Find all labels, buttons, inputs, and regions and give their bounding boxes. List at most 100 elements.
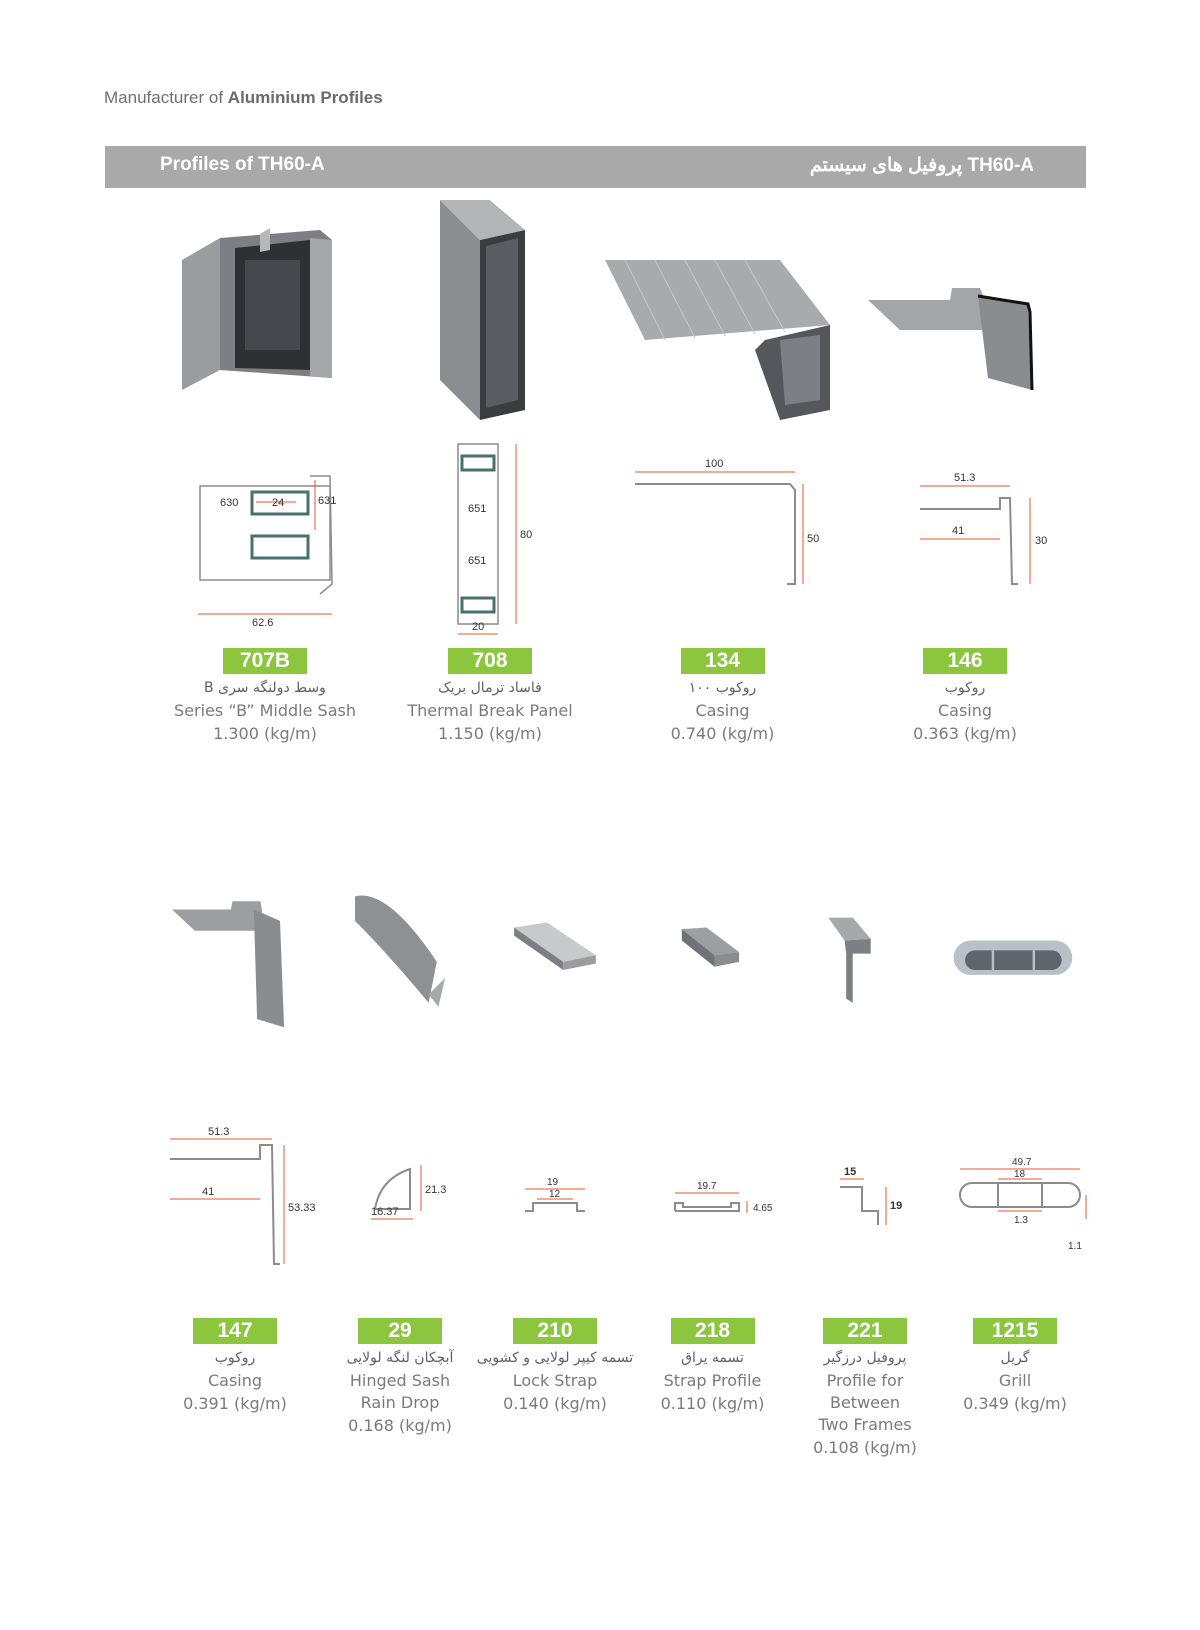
dim-label: 51.3 <box>954 472 975 484</box>
profile-weight: 0.110 (kg/m) <box>660 1394 765 1413</box>
profile-name-fa: روکوب <box>214 1350 256 1366</box>
dim-label: 21.3 <box>425 1184 446 1196</box>
profile-708: 651 651 80 20 708 فاساد ترمال بریک Therm… <box>390 196 590 743</box>
dim-label: 19 <box>547 1177 559 1188</box>
profile-name-en: Casing <box>207 1371 263 1390</box>
section-title-bar: Profiles of TH60-A پروفیل های سیستم TH60… <box>105 146 1086 188</box>
profile-name-en: Casing <box>695 701 750 720</box>
caption-prefix: Manufacturer of <box>104 88 224 107</box>
profile-drawing: 51.3 41 53.33 <box>170 1126 316 1265</box>
dim-label: 19.7 <box>697 1181 717 1192</box>
dim-label: 1.1 <box>1068 1241 1082 1252</box>
profile-name-fa: آبچکان لنگه لولایی <box>346 1350 454 1366</box>
profile-drawing: 651 651 80 20 <box>457 443 532 635</box>
dim-label: 651 <box>468 555 486 567</box>
profile-weight: 0.168 (kg/m) <box>348 1416 452 1435</box>
dim-label: 30 <box>1035 535 1047 547</box>
profile-drawing: 19.7 4.65 <box>674 1181 773 1214</box>
dim-label: 100 <box>705 458 723 470</box>
profile-name-fa: تسمه یراق <box>681 1350 744 1366</box>
profile-render <box>355 895 445 1007</box>
manufacturer-caption: Manufacturer of Aluminium Profiles <box>104 88 383 108</box>
dim-label: 41 <box>952 525 964 537</box>
profile-render <box>172 901 285 1028</box>
profile-drawing: 15 19 <box>840 1166 902 1225</box>
profile-221: 15 19 221 پروفیل درزگیر Profile for Betw… <box>790 880 940 1457</box>
dim-label: 20 <box>472 621 484 633</box>
profile-name-fa: گریل <box>1000 1350 1030 1366</box>
dim-label: 62.6 <box>252 617 273 629</box>
profile-code-badge: 221 <box>823 1318 907 1344</box>
profile-name-en: Lock Strap <box>512 1371 598 1390</box>
dim-label: 80 <box>520 529 532 541</box>
dim-label: 15 <box>844 1166 856 1178</box>
profile-render <box>440 196 525 420</box>
profile-707b: 630 24 631 62.6 707B وسط دولنگه سری B Se… <box>160 200 370 743</box>
profile-name-en: Strap Profile <box>663 1371 762 1390</box>
bar-title-fa: پروفیل های سیستم TH60-A <box>809 155 1034 176</box>
profile-code-badge: 146 <box>923 648 1007 674</box>
caption-bold: Aluminium Profiles <box>227 88 383 107</box>
profile-name-fa: روکوب ۱۰۰ <box>688 680 757 696</box>
profile-render <box>868 288 1034 391</box>
profile-render <box>182 228 332 390</box>
profile-drawing: 51.3 41 30 <box>920 472 1047 585</box>
profile-134: 100 50 134 روکوب ۱۰۰ Casing 0.740 (kg/m) <box>605 200 840 743</box>
profile-name-fa: روکوب <box>944 680 986 696</box>
profile-147: 51.3 41 53.33 147 روکوب Casing 0.391 (kg… <box>150 880 320 1413</box>
profile-name-en: Series “B” Middle Sash <box>174 701 356 720</box>
profile-218: 19.7 4.65 218 تسمه یراق Strap Profile 0.… <box>635 880 790 1413</box>
dim-label: 19 <box>890 1200 902 1212</box>
bar-title-en: Profiles of TH60-A <box>160 154 325 175</box>
profile-210: 19 12 210 تسمه کیپر لولایی و کشویی Lock … <box>475 880 635 1413</box>
profile-code-badge: 29 <box>358 1318 442 1344</box>
profile-render <box>953 940 1073 975</box>
profile-drawing: 49.7 18 1.3 1.1 <box>959 1157 1087 1252</box>
dim-label: 53.33 <box>288 1202 316 1214</box>
profile-29: 21.3 16.37 29 آبچکان لنگه لولایی Hinged … <box>325 880 475 1435</box>
profile-name-fa: تسمه کیپر لولایی و کشویی <box>476 1350 634 1366</box>
profile-name-fa: پروفیل درزگیر <box>823 1350 907 1366</box>
profile-weight: 0.391 (kg/m) <box>183 1394 287 1413</box>
profile-146: 51.3 41 30 146 روکوب Casing 0.363 (kg/m) <box>860 200 1070 743</box>
profile-name-en: Hinged Sash <box>349 1371 451 1390</box>
dim-label: 12 <box>549 1189 561 1200</box>
dim-label: 631 <box>318 495 336 507</box>
profile-drawing: 21.3 16.37 <box>371 1165 446 1220</box>
profile-code-badge: 708 <box>448 648 532 674</box>
profile-name-fa: فاساد ترمال بریک <box>438 680 542 696</box>
profile-name-en-line2: Rain Drop <box>360 1393 440 1412</box>
dim-label: 16.37 <box>371 1206 399 1218</box>
profile-weight: 0.140 (kg/m) <box>503 1394 607 1413</box>
dim-label: 49.7 <box>1012 1157 1032 1168</box>
profile-name-en-line2: Two Frames <box>818 1415 912 1434</box>
profile-weight: 0.363 (kg/m) <box>913 724 1017 743</box>
dim-label: 4.65 <box>753 1203 773 1214</box>
profile-drawing: 630 24 631 62.6 <box>198 475 336 629</box>
profile-code-badge: 218 <box>670 1318 755 1344</box>
dim-label: 651 <box>468 503 486 515</box>
dim-label: 1.3 <box>1014 1215 1028 1226</box>
profile-drawing: 19 12 <box>525 1177 585 1212</box>
dim-label: 24 <box>272 497 284 509</box>
profile-weight: 1.300 (kg/m) <box>213 724 317 743</box>
dim-label: 630 <box>220 497 238 509</box>
profile-code-badge: 707B <box>223 648 307 674</box>
dim-label: 18 <box>1014 1169 1026 1180</box>
profile-name-fa: وسط دولنگه سری B <box>204 680 326 696</box>
profile-name-en: Casing <box>937 701 993 720</box>
profile-weight: 0.740 (kg/m) <box>670 724 775 743</box>
profile-1215: 49.7 18 1.3 1.1 1215 گریل Grill 0.349 (k… <box>940 880 1090 1413</box>
dim-label: 41 <box>202 1186 214 1198</box>
profile-name-en: Grill <box>998 1371 1032 1390</box>
profile-weight: 0.349 (kg/m) <box>963 1394 1067 1413</box>
profile-name-en: Thermal Break Panel <box>407 701 573 720</box>
profile-render <box>605 259 830 420</box>
profile-weight: 1.150 (kg/m) <box>438 724 542 743</box>
profile-render <box>514 922 596 970</box>
profile-drawing: 100 50 <box>635 458 819 585</box>
profile-render <box>828 917 871 1003</box>
profile-code-badge: 134 <box>680 648 765 674</box>
profile-render <box>681 927 740 967</box>
profile-code-badge: 210 <box>513 1318 597 1344</box>
